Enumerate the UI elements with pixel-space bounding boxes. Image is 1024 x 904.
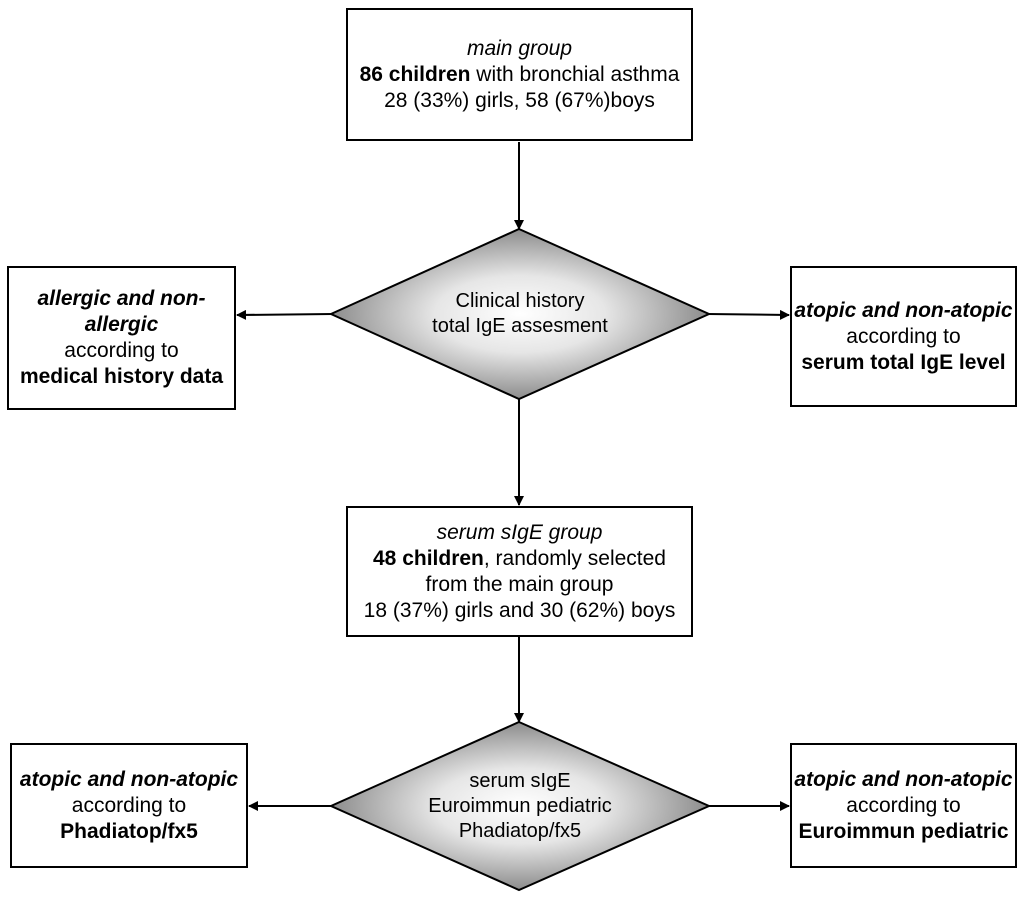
- sige-group-count-line: 48 children, randomly selected: [373, 546, 666, 572]
- decision2-text: serum sIgE Euroimmun pediatric Phadiatop…: [400, 766, 640, 846]
- main-group-gender: 28 (33%) girls, 58 (67%)boys: [384, 88, 655, 112]
- atopic-total-ige-according: according to: [846, 324, 961, 348]
- main-group-count-line: 86 children with bronchial asthma: [360, 62, 680, 88]
- sige-group-gender: 18 (37%) girls and 30 (62%) boys: [363, 598, 676, 622]
- euroimmun-title: atopic and non-atopic: [794, 767, 1013, 791]
- allergic-source: medical history data: [19, 365, 224, 388]
- atopic-total-ige-title: atopic and non-atopic: [794, 298, 1013, 322]
- main-group-count: 86 children: [359, 62, 471, 86]
- main-group-desc: with bronchial asthma: [470, 62, 680, 86]
- phadiatop-according: according to: [71, 793, 187, 817]
- phadiatop-source: Phadiatop/fx5: [60, 819, 198, 843]
- decision1-line1: Clinical history: [455, 290, 585, 312]
- sige-group-source: from the main group: [425, 572, 614, 596]
- euroimmun-box: atopic and non-atopic according to Euroi…: [790, 743, 1017, 868]
- atopic-total-ige-source: serum total IgE level: [801, 350, 1006, 374]
- phadiatop-box: atopic and non-atopic according to Phadi…: [10, 743, 248, 868]
- decision1-text: Clinical history total IgE assesment: [400, 284, 640, 344]
- allergic-according: according to: [64, 339, 179, 362]
- decision2-line1: serum sIgE: [469, 769, 571, 792]
- euroimmun-according: according to: [846, 793, 961, 817]
- decision2-line2: Euroimmun pediatric: [428, 794, 612, 817]
- main-group-title: main group: [466, 36, 573, 60]
- decision2-line3: Phadiatop/fx5: [458, 819, 582, 842]
- arrow-decision1-to-left1: [236, 309, 334, 320]
- decision-diamond-1: [328, 227, 712, 401]
- decision1-line2: total IgE assesment: [432, 315, 608, 337]
- main-group-box: main group 86 children with bronchial as…: [346, 8, 693, 141]
- sige-group-count: 48 children: [373, 546, 484, 570]
- sige-group-desc: , randomly selected: [483, 546, 666, 570]
- allergic-title-line1: allergic and non-: [37, 287, 206, 310]
- arrow-decision1-to-right1: [706, 309, 790, 320]
- allergic-box: allergic and non- allergic according to …: [7, 266, 236, 410]
- atopic-total-ige-box: atopic and non-atopic according to serum…: [790, 266, 1017, 407]
- sige-group-title: serum sIgE group: [436, 520, 603, 544]
- allergic-title-line2: allergic: [84, 313, 159, 336]
- sige-group-box: serum sIgE group 48 children, randomly s…: [346, 506, 693, 637]
- phadiatop-title: atopic and non-atopic: [19, 767, 239, 791]
- euroimmun-source: Euroimmun pediatric: [798, 819, 1009, 843]
- decision-diamond-2: [328, 720, 712, 892]
